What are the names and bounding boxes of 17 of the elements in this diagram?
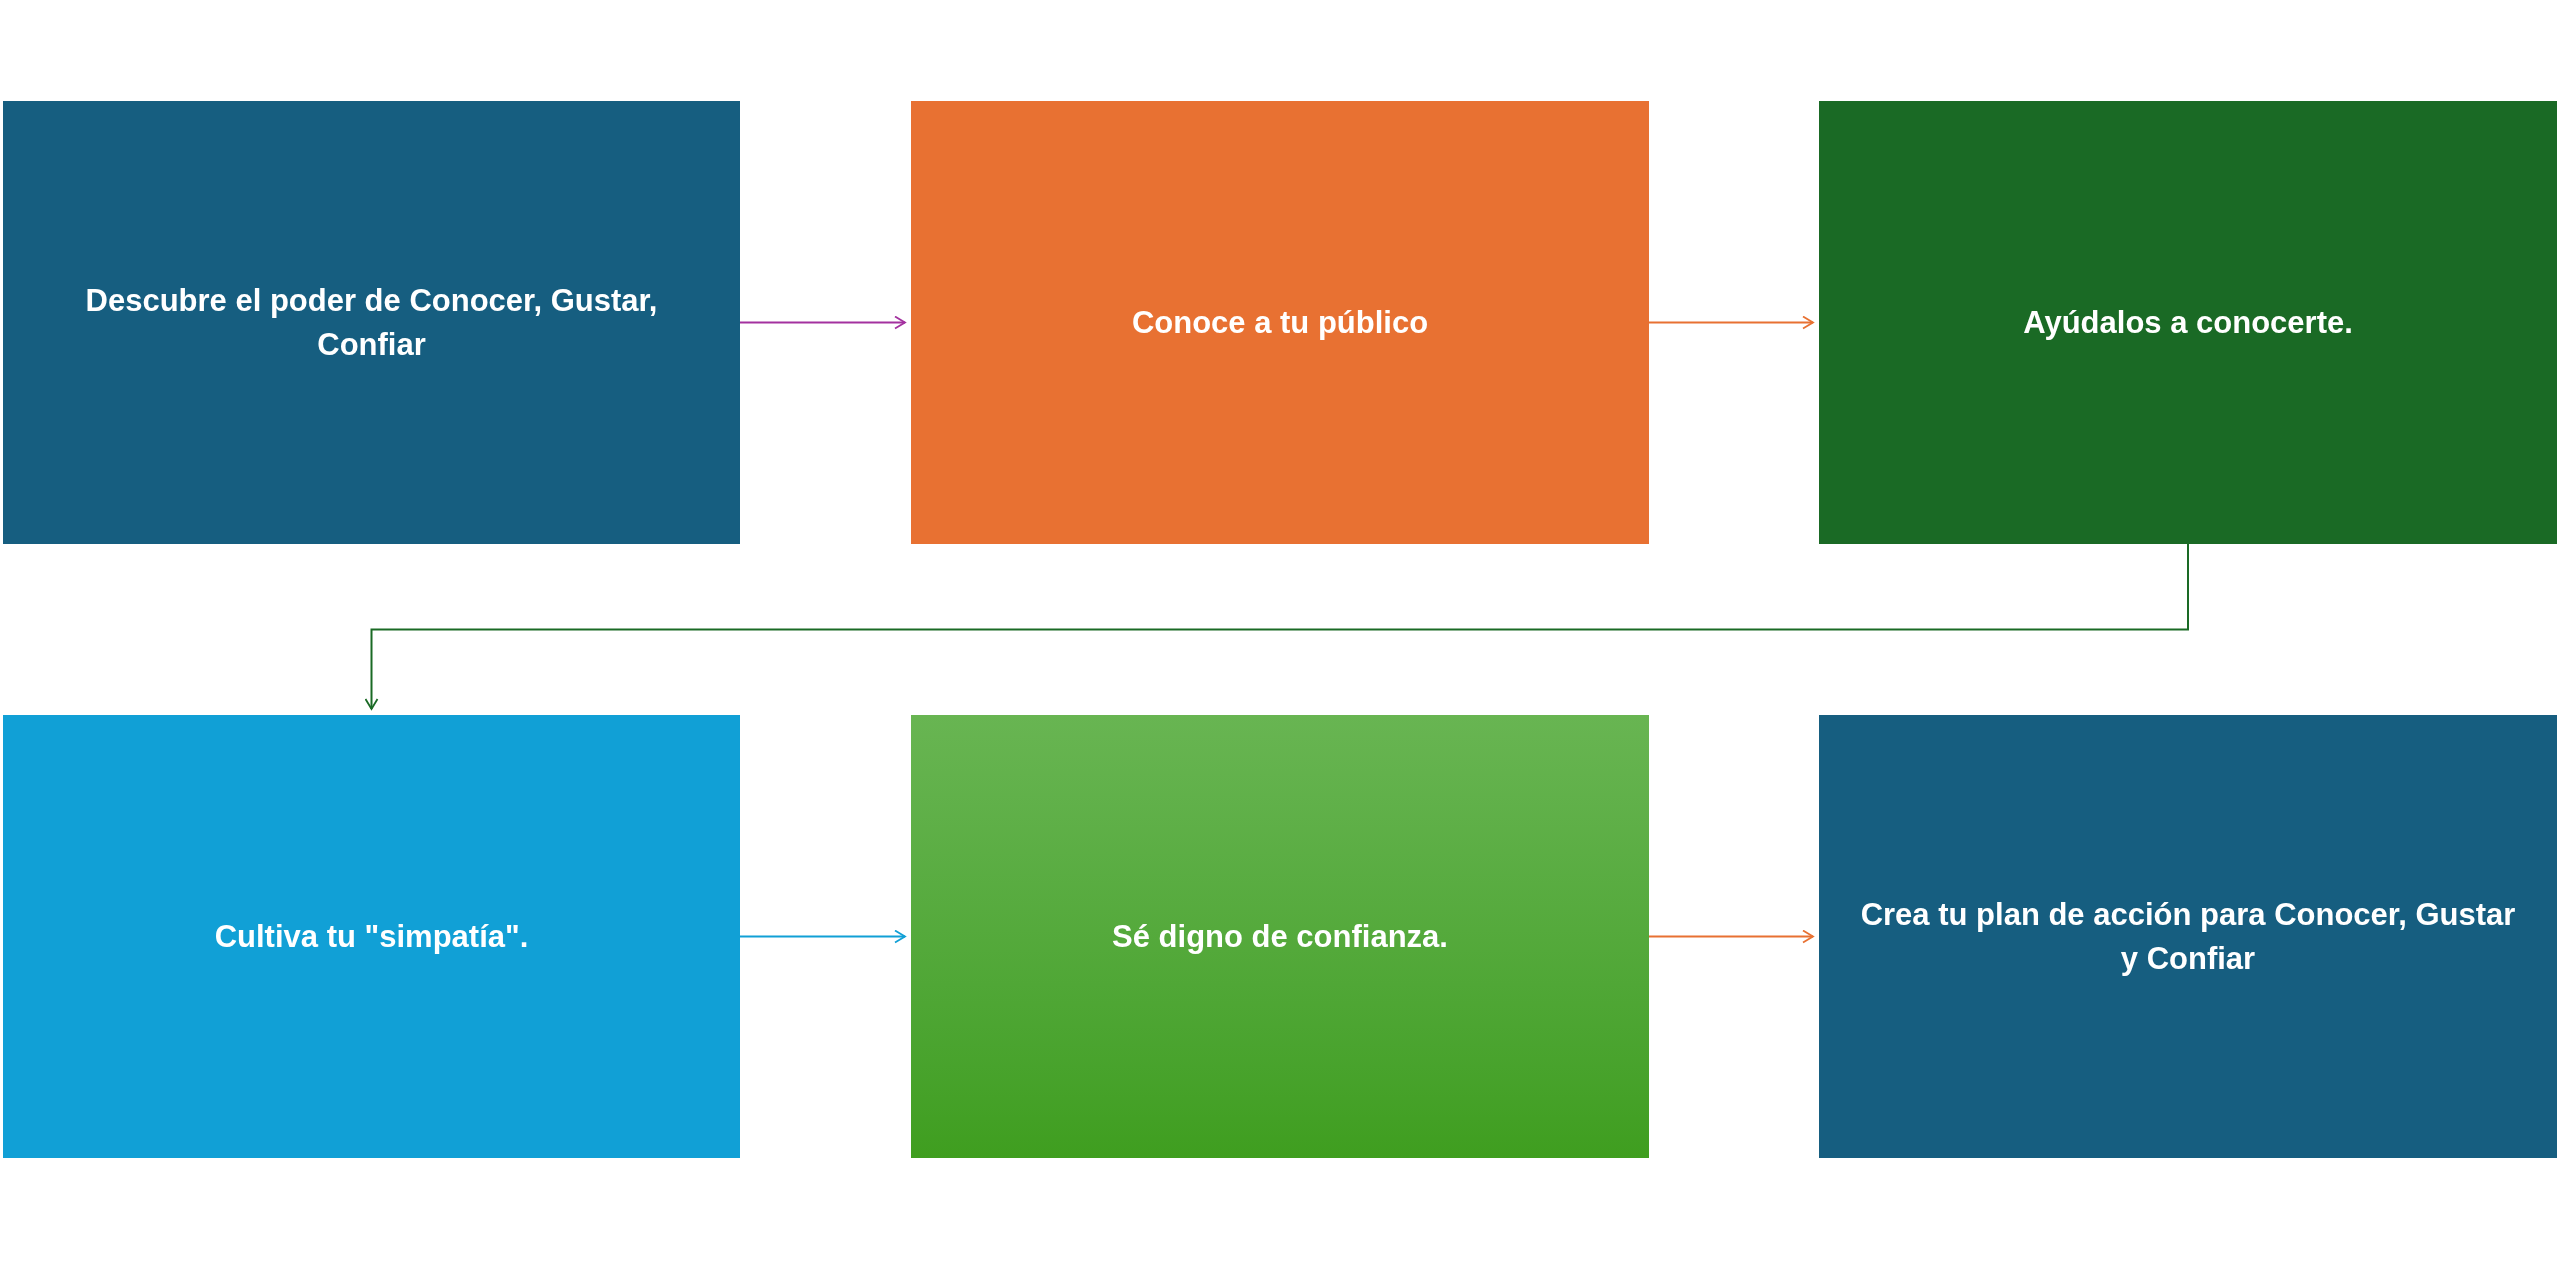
arrow xyxy=(739,315,906,330)
process-box xyxy=(1819,715,2557,1158)
arrow xyxy=(1648,315,1814,330)
process-box xyxy=(911,101,1649,544)
box-label: Ayúdalos a conocerte. xyxy=(2023,303,2353,342)
arrow xyxy=(739,929,906,944)
arrow xyxy=(364,543,2189,710)
process-box xyxy=(911,715,1649,1158)
box-label: Crea tu plan de acción para Conocer, Gustar y Confiar xyxy=(1859,896,2517,978)
box-label: Descubre el poder de Conocer, Gustar, Confiar xyxy=(84,282,659,364)
box-label: Sé digno de confianza. xyxy=(1112,917,1448,956)
process-box xyxy=(3,715,740,1158)
box-label: Cultiva tu "simpatía". xyxy=(214,917,529,956)
process-box xyxy=(3,101,740,544)
process-box xyxy=(1819,101,2557,544)
box-label: Conoce a tu público xyxy=(1131,303,1429,342)
arrow xyxy=(1648,929,1814,944)
